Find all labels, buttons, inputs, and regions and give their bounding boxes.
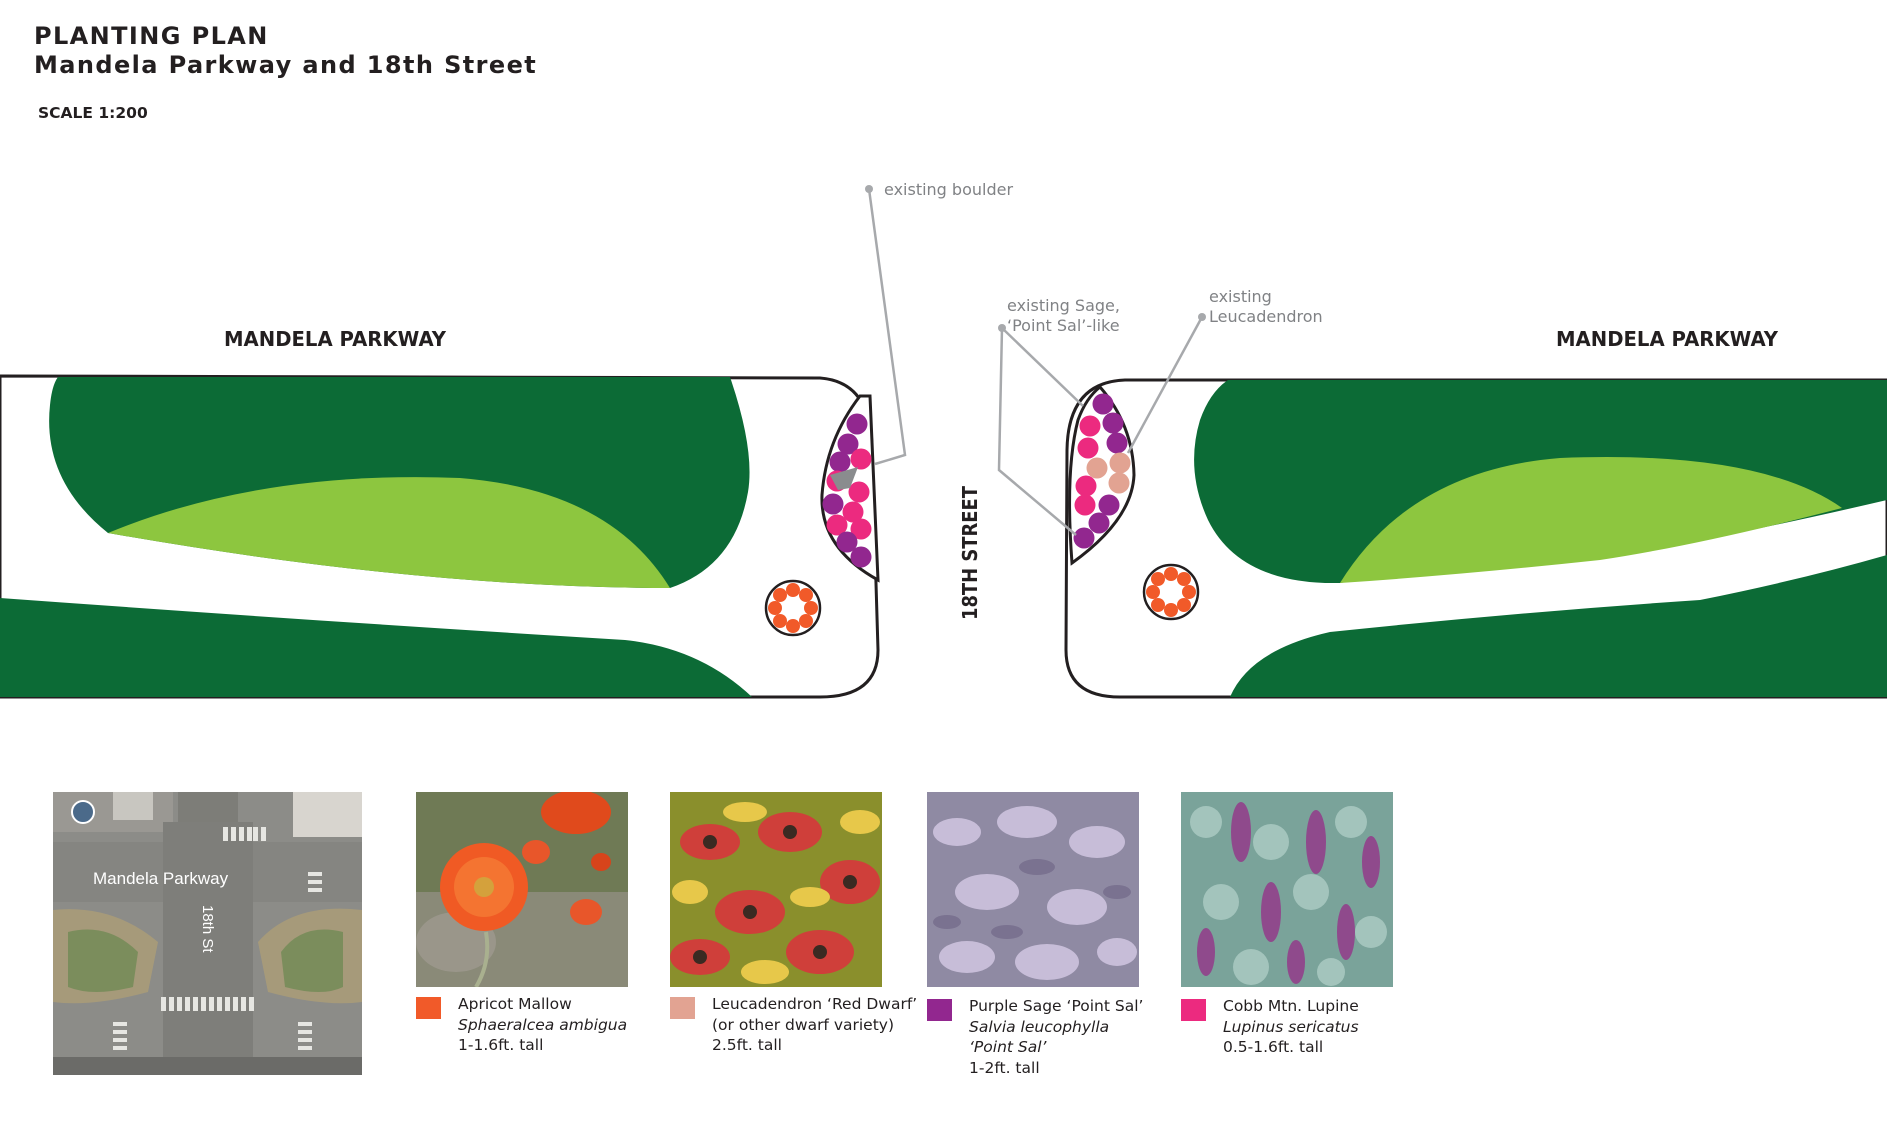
sage-plant <box>837 433 859 455</box>
sage-plant <box>1102 412 1124 434</box>
legend-common-name: Purple Sage ‘Point Sal’ <box>969 997 1144 1015</box>
legend-common-name: Leucadendron ‘Red Dwarf’ <box>712 995 918 1013</box>
mallow-plant <box>1164 603 1178 617</box>
aerial-label-street: 18th St <box>199 905 216 953</box>
legend-height: 1-1.6ft. tall <box>458 1036 544 1054</box>
left-lower-lawn <box>0 598 752 697</box>
mallow-plant <box>786 583 800 597</box>
scale-label: SCALE 1:200 <box>38 104 148 122</box>
mallow-plant <box>1177 598 1191 612</box>
leucadendron-callout-dot <box>1198 313 1206 321</box>
leucadendron-plant <box>1109 452 1131 474</box>
mallow-plant <box>773 588 787 602</box>
lupine-plant <box>1074 494 1096 516</box>
existing-boulder <box>830 467 858 490</box>
legend-common-name: Apricot Mallow <box>458 995 572 1013</box>
mallow-plant <box>1164 567 1178 581</box>
apricot-mallow-photo <box>416 792 628 987</box>
callout-sage-line-1: existing Sage, <box>1007 296 1120 315</box>
callout-leucadendron-line-2: Leucadendron <box>1209 307 1323 326</box>
lupine-plant <box>826 514 848 536</box>
sage-plant <box>1106 432 1128 454</box>
sage-plant <box>850 546 872 568</box>
aerial-label-parkway: Mandela Parkway <box>93 869 229 888</box>
legend-swatch-salmon <box>670 997 695 1019</box>
callout-leaders <box>867 188 1204 536</box>
planting-plan-drawing: MANDELA PARKWAY MANDELA PARKWAY 18TH STR… <box>0 180 1887 699</box>
left-island-plants <box>822 413 872 568</box>
legend-swatch-pink <box>1181 999 1206 1021</box>
mallow-plant <box>1151 598 1165 612</box>
left-light-green-bed <box>108 477 670 588</box>
boulder-callout-dot <box>865 185 873 193</box>
legend-cultivar: ‘Point Sal’ <box>969 1038 1047 1056</box>
sage-plant <box>822 493 844 515</box>
sage-plant <box>1088 512 1110 534</box>
right-island-plants <box>1073 393 1131 549</box>
mallow-plant <box>1177 572 1191 586</box>
cross-street-label: 18TH STREET <box>958 486 982 620</box>
title-line-2: Mandela Parkway and 18th Street <box>34 51 538 79</box>
right-mallow-ring <box>1142 563 1200 621</box>
leucadendron-plant <box>1086 457 1108 479</box>
legend-latin-name: Sphaeralcea ambigua <box>458 1015 628 1034</box>
sage-plant <box>1098 494 1120 516</box>
right-lower-lawn <box>1230 555 1887 697</box>
mallow-plant <box>768 601 782 615</box>
lupine-plant <box>1079 415 1101 437</box>
legend-swatch-orange <box>416 997 441 1019</box>
mallow-plant <box>1146 585 1160 599</box>
lupine-plant <box>850 448 872 470</box>
title-line-1: PLANTING PLAN <box>34 22 269 50</box>
legend-latin-name: Lupinus sericatus <box>1223 1017 1359 1036</box>
plan-title: PLANTING PLAN Mandela Parkway and 18th S… <box>34 22 537 80</box>
lupine-plant <box>848 481 870 503</box>
leucadendron-plant <box>1108 472 1130 494</box>
lupine-plant <box>842 501 864 523</box>
callout-sage-line-2: ‘Point Sal’-like <box>1007 316 1120 335</box>
left-mallow-ring <box>764 579 822 637</box>
mallow-plant <box>799 588 813 602</box>
legend-common-name: Cobb Mtn. Lupine <box>1223 997 1359 1015</box>
lupine-plant <box>1077 437 1099 459</box>
sage-callout-dot <box>998 324 1006 332</box>
lupine-plant <box>850 518 872 540</box>
leucadendron-leader <box>1126 316 1204 454</box>
left-street-label: MANDELA PARKWAY <box>224 327 447 351</box>
legend-latin-name: Salvia leucophylla <box>969 1017 1110 1036</box>
sage-plant <box>846 413 868 435</box>
sage-plant <box>829 451 851 473</box>
sage-leader-lower <box>997 327 1077 536</box>
leucadendron-photo <box>670 792 882 987</box>
mallow-plant <box>1151 572 1165 586</box>
cobb-mtn-lupine-photo <box>1181 792 1393 987</box>
legend-height: 0.5-1.6ft. tall <box>1223 1038 1324 1056</box>
boulder-leader <box>867 188 907 466</box>
right-street-label: MANDELA PARKWAY <box>1556 327 1779 351</box>
callout-leucadendron-line-1: existing <box>1209 287 1272 306</box>
sage-plant <box>836 531 858 553</box>
sage-plant <box>1073 527 1095 549</box>
lupine-plant <box>1075 475 1097 497</box>
right-light-green-bed <box>1340 457 1842 583</box>
mallow-plant <box>786 619 800 633</box>
mallow-plant <box>799 614 813 628</box>
mallow-plant <box>773 614 787 628</box>
legend-variety-note: (or other dwarf variety) <box>712 1015 895 1034</box>
sage-leader-upper <box>1001 327 1084 407</box>
aerial-photo: Mandela Parkway 18th St <box>53 792 362 1075</box>
legend-height: 2.5ft. tall <box>712 1036 782 1054</box>
purple-sage-photo <box>927 792 1139 987</box>
callout-boulder: existing boulder <box>884 180 1013 199</box>
sage-plant <box>1092 393 1114 415</box>
legend-swatch-purple <box>927 999 952 1021</box>
mallow-plant <box>804 601 818 615</box>
legend-height: 1-2ft. tall <box>969 1058 1040 1077</box>
mallow-plant <box>1182 585 1196 599</box>
